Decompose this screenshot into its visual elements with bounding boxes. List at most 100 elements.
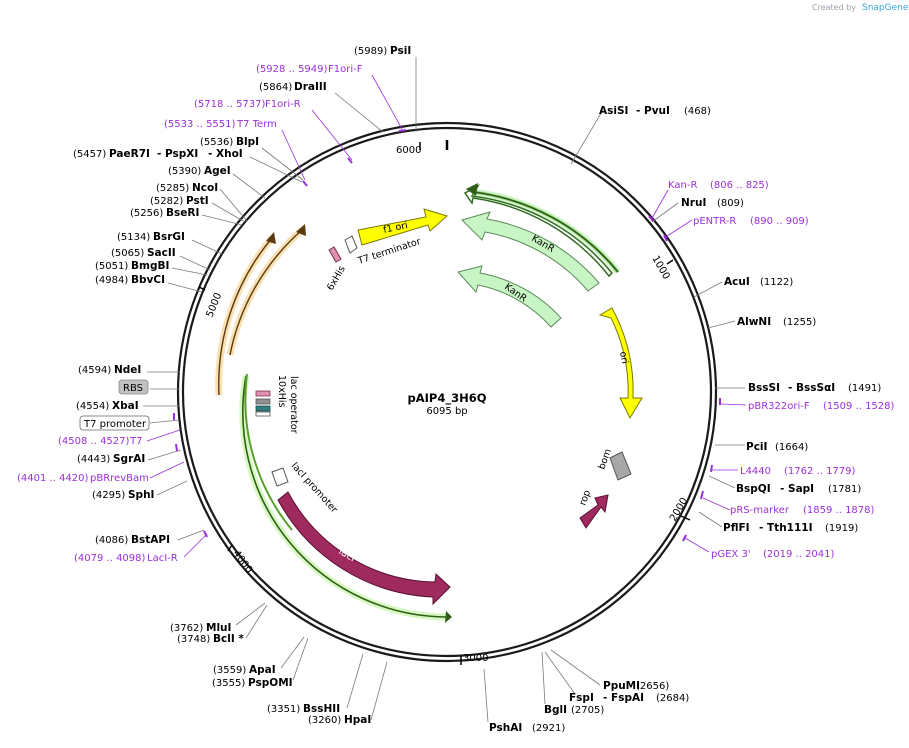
primer-pbr322-name: pBR322ori-F <box>748 401 810 412</box>
site-apai-pos: (3559) <box>213 665 246 676</box>
site-pspxi-name: - PspXI <box>157 148 198 160</box>
primer-mark-prs <box>700 490 704 500</box>
tick-label-4000: 4000 <box>231 548 255 575</box>
leader-hpai <box>370 661 388 721</box>
tick-4000 <box>227 544 233 552</box>
primer-t7term-range: (5533 .. 5551) <box>164 119 236 130</box>
leader-t7term <box>281 129 306 181</box>
primer-mark-t7term <box>302 180 308 187</box>
rbs-marker <box>255 405 271 412</box>
leader-bspqi <box>708 475 736 489</box>
leader-f1orif <box>371 74 403 130</box>
orf-kanr-head <box>466 183 478 196</box>
feature-laci <box>277 491 451 606</box>
site-bseri-pos: (5256) <box>130 208 163 219</box>
leader-bsshii <box>346 653 364 709</box>
primer-pgex-name: pGEX 3' <box>711 549 751 560</box>
orf-orange-1-glow <box>215 235 275 396</box>
primer-prs-name: pRS-marker <box>730 505 790 516</box>
site-bsssai-name: - BssSαI <box>788 382 835 394</box>
site-sphi-name: SphI <box>128 489 154 501</box>
site-nrui-name: NruI <box>681 197 706 209</box>
site-bbvci-pos: (4984) <box>95 275 128 286</box>
site-xbai-name: XbaI <box>112 400 139 412</box>
backbone-outer <box>176 121 718 663</box>
site-bsssi-pos: (1491) <box>848 383 881 394</box>
leader-bmgbi <box>171 267 208 276</box>
backbone-inner <box>181 126 713 658</box>
labels-left: (5989) PsiI (5928 .. 5949) F1ori-F (5864… <box>17 45 411 726</box>
site-bbvci-name: BbvCI <box>131 274 165 286</box>
primer-t7term-name: T7 Term <box>236 119 277 130</box>
site-draiii-name: DraIII <box>294 81 327 93</box>
site-bcli-name: BclI * <box>213 633 244 645</box>
site-ppumi-pos: (2656) <box>636 681 669 692</box>
leader-bsrgi <box>191 239 223 255</box>
site-draiii-pos: (5864) <box>259 82 292 93</box>
site-ndei-pos: (4594) <box>78 365 111 376</box>
leader-mlui <box>235 602 266 626</box>
feature-rop <box>579 494 609 529</box>
feature-t7promoter-label: T7 promoter <box>83 419 147 430</box>
primer-f1orif-range: (5928 .. 5949) <box>256 64 328 75</box>
tick-label-1000: 1000 <box>649 254 671 282</box>
feature-f1ori-label: f1 ori <box>382 220 409 236</box>
site-paer7i-name: PaeR7I <box>109 148 150 160</box>
orf-laci-core <box>242 375 447 618</box>
site-tth111i-name: - Tth111I <box>759 522 813 534</box>
feature-his10-label: 10xHis <box>276 375 287 407</box>
site-bcli-pos: (3748) <box>177 634 210 645</box>
leader-psti <box>211 202 246 223</box>
orf-orange-1-head <box>266 232 276 244</box>
leader-asisi <box>570 109 604 165</box>
primer-kanr-name: Kan-R <box>668 180 697 191</box>
site-blpi-name: BlpI <box>236 136 259 148</box>
leader-t7promoter <box>149 419 180 424</box>
labels-right: AsiSI - PvuI (468) Kan-R (806 .. 825) Nr… <box>489 105 895 734</box>
leader-f1orir <box>311 109 353 161</box>
leader-apai <box>280 636 305 669</box>
leader-prs <box>702 497 731 511</box>
site-bsrgi-pos: (5134) <box>117 232 150 243</box>
site-fspi-name: FspI <box>569 692 594 704</box>
lac-operator-marker <box>255 398 271 405</box>
tick-1000 <box>666 259 674 265</box>
primer-pentr-range: (890 .. 909) <box>750 216 809 227</box>
feature-bom <box>609 451 632 481</box>
his6-marker <box>328 246 342 263</box>
primer-marks <box>173 129 721 542</box>
leader-pspomi <box>292 637 309 681</box>
tick-label-5000: 5000 <box>205 291 225 319</box>
leader-t7 <box>146 429 181 442</box>
site-agei-pos: (5390) <box>168 166 201 177</box>
primer-pentr-name: pENTR-R <box>693 216 736 227</box>
site-pcii-pos: (1664) <box>775 442 808 453</box>
site-bspqi-name: BspQI <box>736 483 771 495</box>
feature-lac-operator-label: lac operator <box>288 376 299 434</box>
leader-bseri <box>201 214 243 226</box>
t7-promoter-marker <box>255 411 271 417</box>
site-pspomi-name: PspOMI <box>248 677 293 689</box>
primer-mark-lacir <box>203 530 208 538</box>
tick-2000 <box>680 515 691 521</box>
tick-5000 <box>198 286 206 291</box>
site-fspai-name: - FspAI <box>603 692 644 704</box>
feature-kanr-1 <box>461 211 600 292</box>
primer-mark-f1orir <box>347 157 353 164</box>
site-bstapi-name: BstAPI <box>131 534 170 546</box>
primer-mark-f1orif <box>398 129 407 132</box>
site-hpai-name: HpaI <box>344 714 371 726</box>
plasmid-size: 6095 bp <box>426 406 467 417</box>
orf-orange-2-head <box>296 224 306 236</box>
site-pshai-name: PshAI <box>489 722 522 734</box>
orf-orange-1-core <box>218 237 273 396</box>
leader-nrui <box>651 202 679 223</box>
primer-kanr-range: (806 .. 825) <box>710 180 769 191</box>
site-sgrai-name: SgrAI <box>113 453 145 465</box>
site-asisi-name: AsiSI <box>599 105 628 117</box>
primer-f1orir-name: F1ori-R <box>265 99 301 110</box>
site-pcii-name: PciI <box>746 441 767 453</box>
his10-marker <box>255 390 271 397</box>
